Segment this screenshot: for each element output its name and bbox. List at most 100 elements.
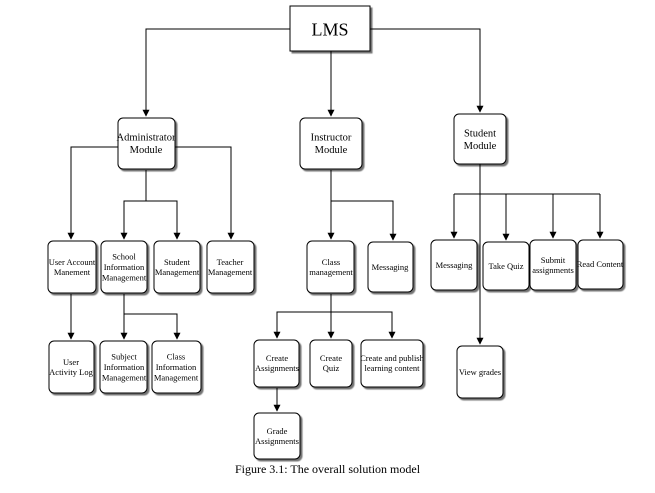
- arrow-admin-to-student-mgmt: [146, 200, 181, 240]
- node-class-info-label-line: Management: [154, 372, 199, 382]
- node-read-content-label-line: Read Content: [577, 259, 624, 269]
- node-student-mgmt-label-line: Student: [164, 257, 191, 267]
- node-student-label-line: Module: [464, 141, 497, 152]
- node-view-grades-box: [456, 345, 504, 399]
- node-create-quiz-box: [309, 339, 353, 388]
- node-class-mgmt-label-line: Class: [322, 257, 340, 267]
- node-instr-messaging-label-line: Messaging: [372, 262, 410, 272]
- node-instr-messaging-box: [367, 241, 414, 293]
- node-class-mgmt-box: [306, 240, 355, 294]
- node-instructor-label-line: Instructor: [311, 132, 352, 143]
- node-submit-box: [529, 239, 577, 291]
- node-lms-box: [289, 5, 371, 52]
- node-student-mgmt-box: [153, 240, 201, 294]
- node-activity-log-label-line: Activity Log: [49, 367, 93, 377]
- node-teacher-mgmt-box: [206, 240, 255, 294]
- node-submit-label-line: assignments: [532, 265, 574, 275]
- node-stu-messaging-label-line: Messaging: [436, 260, 474, 270]
- node-subject-info-label-line: Information: [104, 362, 145, 372]
- node-learning-content-box: [360, 339, 424, 388]
- node-class-info-box: [151, 340, 202, 394]
- node-activity-log-label-line: User: [63, 357, 79, 367]
- node-class-info-label-line: Class: [167, 352, 185, 362]
- node-take-quiz-label-line: Take Quiz: [488, 261, 523, 271]
- node-take-quiz-label: Take Quiz: [488, 261, 523, 271]
- figure-caption: Figure 3.1: The overall solution model: [234, 462, 421, 476]
- node-read-content-box: [577, 239, 624, 290]
- node-student-mgmt-label-line: Management: [155, 267, 200, 277]
- node-learning-content-label-line: Create and publish: [360, 353, 424, 363]
- node-instr-messaging-label: Messaging: [372, 262, 410, 272]
- arrow-class-to-learning-content: [331, 311, 396, 339]
- node-class-mgmt-label-line: management: [309, 267, 353, 277]
- node-take-quiz-box: [482, 241, 530, 291]
- arrow-instructor-to-messaging: [330, 170, 397, 241]
- node-grade-assignments-box: [253, 412, 301, 460]
- node-create-assignments-label-line: Assignments: [255, 363, 299, 373]
- arrow-admin-to-school-info: [120, 170, 147, 240]
- node-administrator-label-line: Module: [130, 145, 163, 156]
- node-teacher-mgmt-label-line: Management: [208, 267, 253, 277]
- node-student-box: [453, 113, 507, 165]
- node-grade-assignments-label-line: Grade: [267, 426, 288, 436]
- node-user-account-label-line: User Account: [49, 257, 96, 267]
- arrow-lms-to-administrator: [142, 28, 290, 117]
- node-school-info-label-line: School: [112, 252, 136, 262]
- nodes: [47, 5, 624, 460]
- node-grade-assignments-label-line: Assignments: [255, 436, 299, 446]
- arrow-school-to-class-info: [123, 294, 181, 340]
- node-school-info-label-line: Information: [104, 262, 145, 272]
- node-class-info-label-line: Information: [156, 362, 197, 372]
- node-activity-log-box: [48, 340, 95, 394]
- node-teacher-mgmt-label-line: Teacher: [217, 257, 244, 267]
- node-create-assignments-label-line: Create: [266, 353, 288, 363]
- connectors: [67, 28, 604, 412]
- node-instructor-box: [299, 117, 363, 170]
- node-lms-label: LMS: [311, 19, 348, 39]
- node-read-content-label: Read Content: [577, 259, 624, 269]
- node-view-grades-label: View grades: [459, 367, 501, 377]
- arrow-admin-to-user-account: [67, 146, 118, 240]
- node-stu-messaging-label: Messaging: [436, 260, 474, 270]
- node-view-grades-label-line: View grades: [459, 367, 501, 377]
- node-submit-label-line: Submit: [541, 255, 566, 265]
- node-user-account-label-line: Manement: [54, 267, 91, 277]
- node-administrator-box: [117, 117, 176, 170]
- node-subject-info-label-line: Management: [102, 372, 147, 382]
- arrow-class-to-create-assignments: [273, 294, 332, 339]
- node-create-quiz-label-line: Quiz: [323, 363, 340, 373]
- node-user-account-box: [47, 240, 97, 294]
- node-subject-info-box: [99, 340, 148, 394]
- node-subject-info-label-line: Subject: [111, 352, 137, 362]
- node-school-info-box: [100, 240, 148, 294]
- node-stu-messaging-box: [430, 239, 478, 291]
- arrow-admin-to-teacher-mgmt: [175, 146, 235, 240]
- node-learning-content-label-line: learning content: [365, 363, 421, 373]
- node-create-assignments-box: [253, 339, 300, 388]
- node-lms-label-line: LMS: [311, 19, 348, 39]
- node-administrator-label-line: Administrator: [117, 132, 176, 143]
- node-student-label-line: Student: [464, 128, 496, 139]
- node-school-info-label-line: Management: [102, 272, 147, 282]
- node-create-quiz-label-line: Create: [320, 353, 342, 363]
- arrow-lms-to-student: [370, 28, 484, 113]
